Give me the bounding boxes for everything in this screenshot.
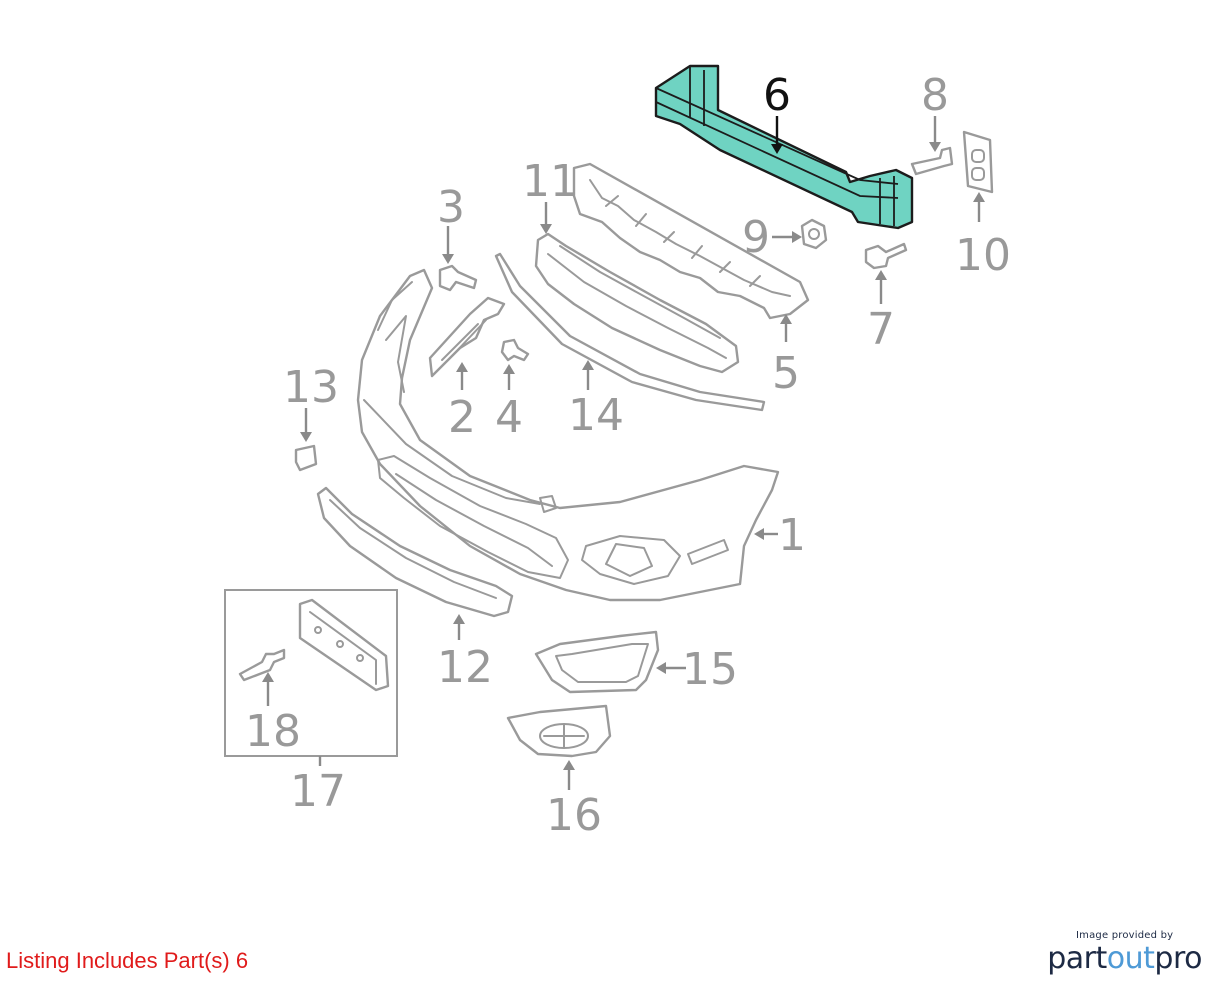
brand-out: out xyxy=(1106,941,1155,976)
listing-note: Listing Includes Part(s) 6 xyxy=(6,948,249,973)
callout-9: 9 xyxy=(742,212,770,263)
part-17-license-bracket[interactable] xyxy=(298,598,390,692)
callout-10: 10 xyxy=(955,230,1011,281)
part-18-rivet[interactable] xyxy=(238,648,286,682)
credit-line: Image provided by xyxy=(1076,930,1174,941)
callout-labels: 6 8 10 9 7 11 5 14 3 2 4 13 1 12 15 16 1… xyxy=(245,70,1011,841)
callout-1: 1 xyxy=(778,510,806,561)
leader-arrows xyxy=(262,116,985,790)
callout-7: 7 xyxy=(867,304,895,355)
part-10-plate[interactable] xyxy=(962,130,994,194)
part-16-fog-lamp[interactable] xyxy=(506,704,612,758)
part-7-bolt[interactable] xyxy=(864,242,908,270)
brand-pro: pro xyxy=(1154,941,1202,976)
part-12-lower-molding[interactable] xyxy=(316,486,514,618)
callout-15: 15 xyxy=(682,644,738,695)
part-13-clip[interactable] xyxy=(294,444,318,472)
callout-5: 5 xyxy=(772,348,800,399)
part-5-grille[interactable] xyxy=(534,232,740,374)
partoutpro-logo: partoutpro xyxy=(1047,943,1202,975)
callout-8: 8 xyxy=(921,70,949,121)
callout-16: 16 xyxy=(546,790,602,841)
image-credit: Image provided by partoutpro xyxy=(1047,930,1202,975)
callout-13: 13 xyxy=(283,362,339,413)
callout-11: 11 xyxy=(522,156,578,207)
callout-6: 6 xyxy=(763,70,791,121)
part-14-molding[interactable] xyxy=(494,252,766,412)
part-11-absorber[interactable] xyxy=(572,162,810,320)
kit-17-box xyxy=(224,589,398,766)
part-9-nut[interactable] xyxy=(800,218,828,250)
callout-4: 4 xyxy=(495,392,523,443)
part-15-bezel[interactable] xyxy=(534,630,660,694)
brand-part: part xyxy=(1047,941,1107,976)
part-1-bumper-cover[interactable] xyxy=(356,268,780,602)
part-6-reinforcement-beam[interactable] xyxy=(654,64,914,230)
part-3-bolt[interactable] xyxy=(438,264,478,292)
callout-17: 17 xyxy=(290,766,346,817)
part-8-stud[interactable] xyxy=(910,146,954,176)
callout-12: 12 xyxy=(437,642,493,693)
callout-3: 3 xyxy=(437,182,465,233)
callout-2: 2 xyxy=(448,392,476,443)
callout-14: 14 xyxy=(568,390,624,441)
callout-18: 18 xyxy=(245,706,301,757)
part-2-bracket[interactable] xyxy=(428,296,506,378)
part-4-clip[interactable] xyxy=(500,338,530,362)
